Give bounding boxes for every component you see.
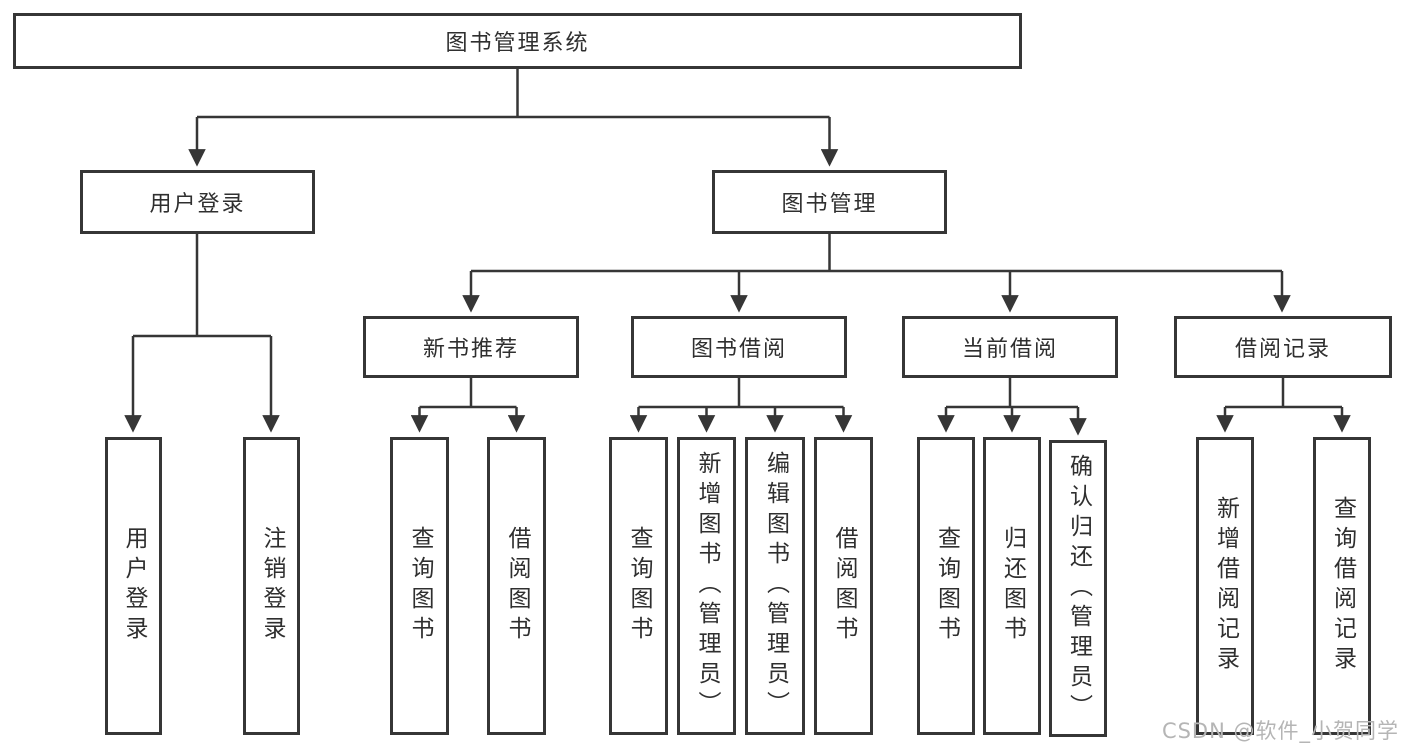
node-new-book-recommend: 新书推荐 — [363, 316, 579, 378]
leaf-add-borrow-record-label: 新增借阅记录 — [1212, 496, 1239, 676]
leaf-user-login-label: 用户登录 — [121, 526, 147, 646]
node-book-management: 图书管理 — [712, 170, 947, 234]
node-user-login: 用户登录 — [80, 170, 315, 234]
leaf-borrow-books-recommend-label: 借阅图书 — [504, 526, 530, 646]
leaf-return-books-label: 归还图书 — [999, 526, 1026, 646]
leaf-borrow-books: 借阅图书 — [814, 437, 873, 735]
leaf-query-books-recommend: 查询图书 — [390, 437, 449, 735]
leaf-query-books-current: 查询图书 — [917, 437, 975, 735]
leaf-logout-label: 注销登录 — [259, 526, 285, 646]
leaf-confirm-return-admin: 确认归还（管理员） — [1049, 440, 1107, 737]
node-borrow-records: 借阅记录 — [1174, 316, 1392, 378]
leaf-query-books-current-label: 查询图书 — [933, 526, 960, 646]
leaf-add-books-admin: 新增图书（管理员） — [677, 437, 736, 735]
leaf-confirm-return-admin-label: 确认归还（管理员） — [1065, 453, 1092, 724]
leaf-borrow-books-recommend: 借阅图书 — [487, 437, 546, 735]
leaf-add-borrow-record: 新增借阅记录 — [1196, 437, 1254, 735]
leaf-logout: 注销登录 — [243, 437, 300, 735]
leaf-query-borrow-record: 查询借阅记录 — [1313, 437, 1371, 735]
leaf-add-books-admin-label: 新增图书（管理员） — [694, 451, 720, 721]
leaf-borrow-books-label: 借阅图书 — [831, 526, 857, 646]
leaf-edit-books-admin-label: 编辑图书（管理员） — [762, 451, 789, 721]
leaf-user-login: 用户登录 — [105, 437, 162, 735]
leaf-return-books: 归还图书 — [983, 437, 1041, 735]
node-current-borrow: 当前借阅 — [902, 316, 1118, 378]
leaf-query-books-borrow-label: 查询图书 — [626, 526, 652, 646]
leaf-query-books-borrow: 查询图书 — [609, 437, 668, 735]
node-library-management-system: 图书管理系统 — [13, 13, 1022, 69]
leaf-query-borrow-record-label: 查询借阅记录 — [1329, 496, 1356, 676]
leaf-query-books-recommend-label: 查询图书 — [407, 526, 433, 646]
node-book-borrow: 图书借阅 — [631, 316, 847, 378]
leaf-edit-books-admin: 编辑图书（管理员） — [745, 437, 805, 735]
csdn-watermark: CSDN @软件_小贺同学 — [1161, 719, 1399, 743]
